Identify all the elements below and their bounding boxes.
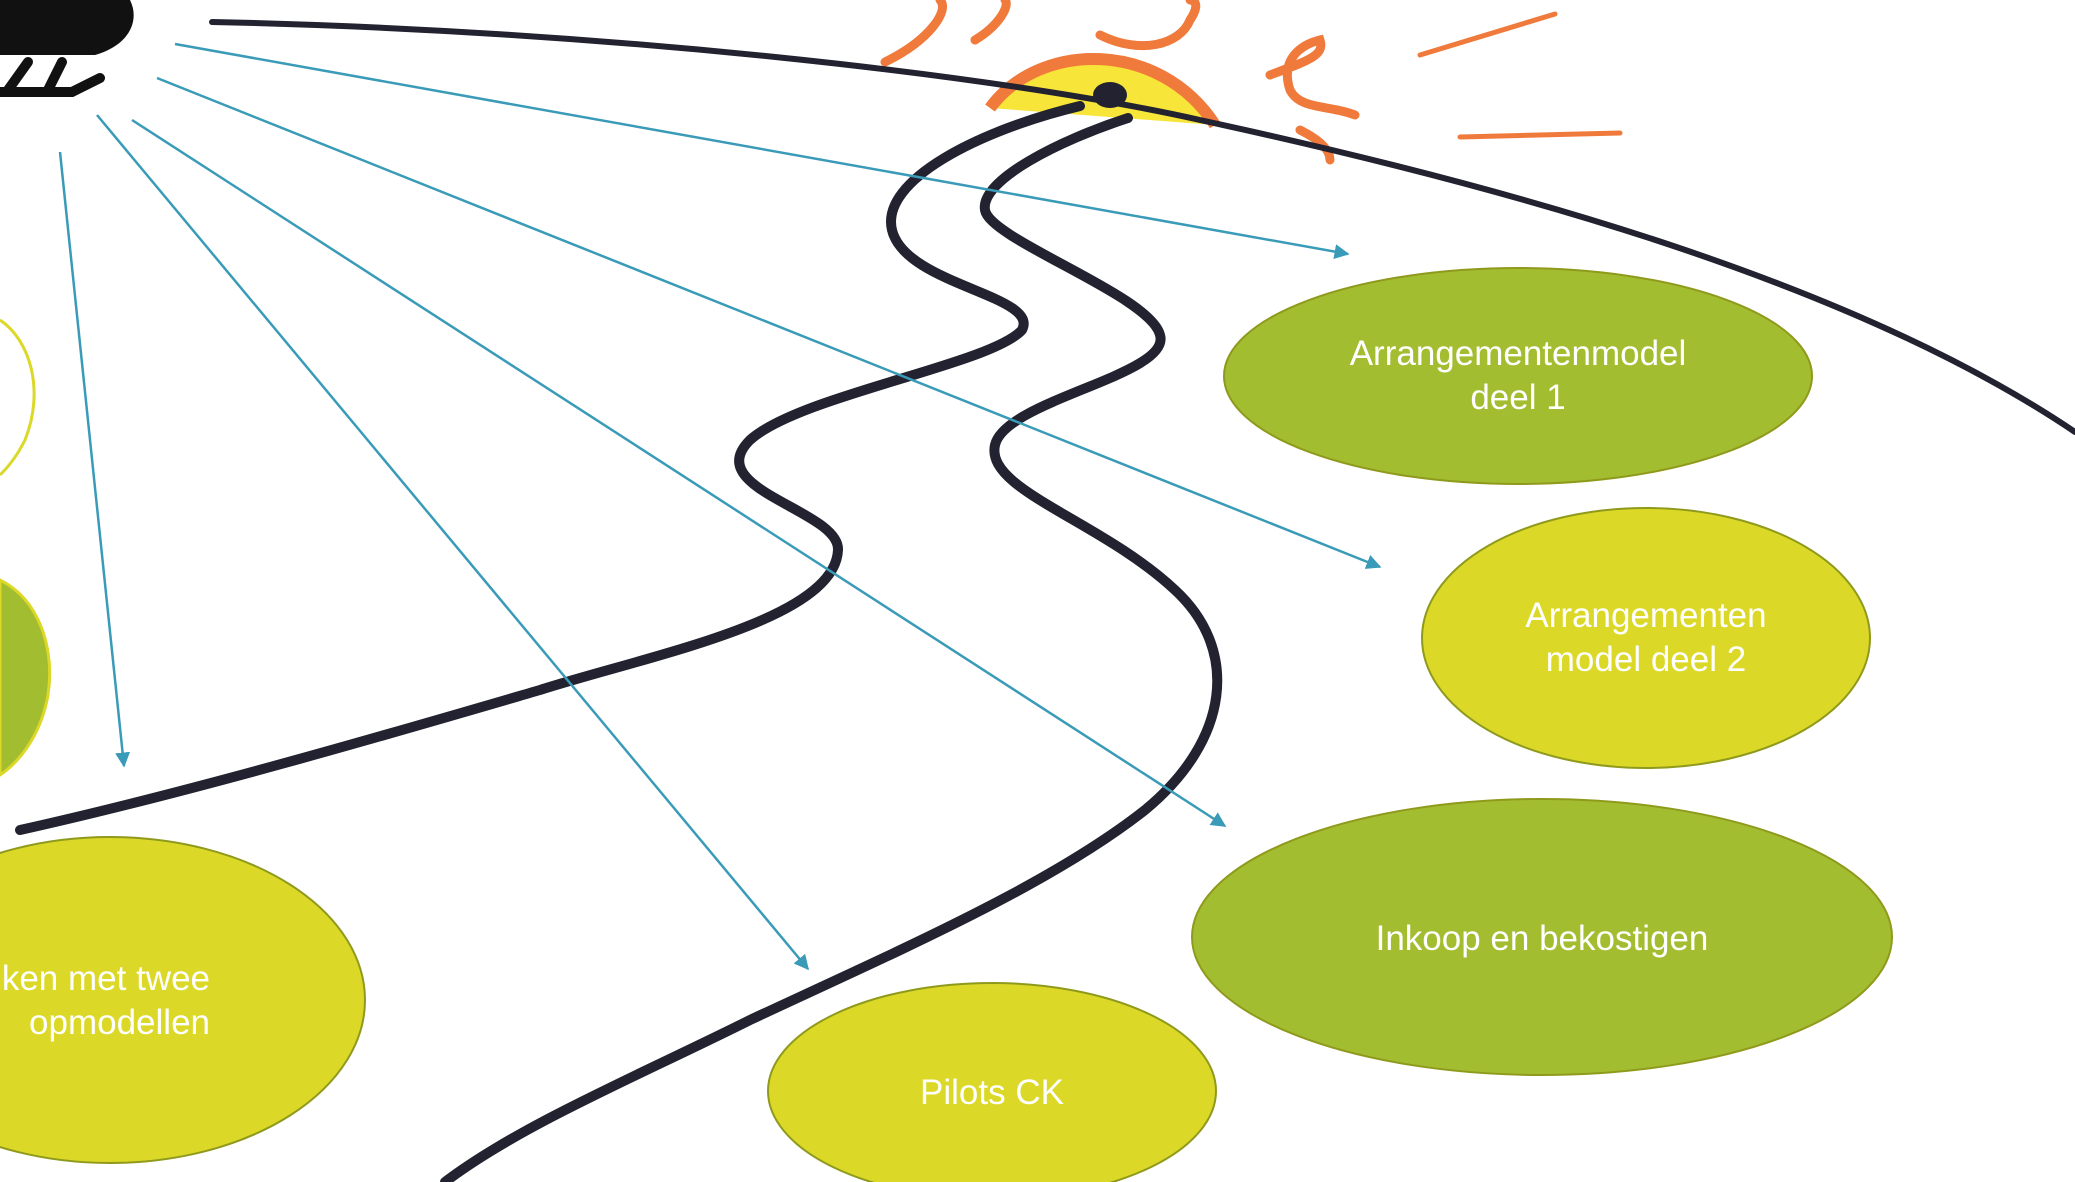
label-inkoop: Inkoop en bekostigen [1242, 917, 1842, 961]
road-end-dot [1093, 82, 1127, 108]
label-arrangementenmodel-1: Arrangementenmodel deel 1 [1268, 332, 1768, 420]
label-twee-modellen: ken met twee opmodellen [0, 957, 210, 1045]
label-pilots: Pilots CK [792, 1071, 1192, 1115]
label-arrangementenmodel-2: Arrangementen model deel 2 [1446, 594, 1846, 682]
